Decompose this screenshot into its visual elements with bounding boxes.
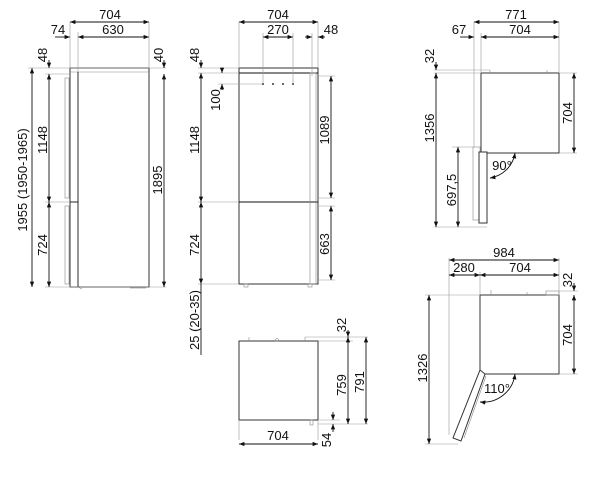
- cabinet-height-label: 1895: [150, 166, 165, 195]
- vent-spacing-label: 270: [267, 22, 289, 37]
- side-width-label: 704: [267, 7, 289, 22]
- upper-handle-height-label: 1089: [317, 116, 332, 145]
- side-lower-height-label: 724: [187, 234, 202, 256]
- top-width-label: 704: [267, 428, 289, 443]
- body-width-label: 630: [102, 22, 124, 37]
- top-gap-right-label: 40: [151, 48, 166, 62]
- top-view: 704 32 759 791 54: [238, 318, 369, 447]
- floor-gap-label: 25 (20-35): [187, 290, 202, 350]
- top-clearance-110-label: 32: [560, 273, 575, 287]
- total-depth-label: 791: [352, 371, 367, 393]
- total-depth-90-label: 1356: [422, 114, 437, 143]
- fridge-body-side: [238, 67, 319, 285]
- top-clearance-label: 32: [334, 318, 349, 332]
- side-upper-height-label: 1148: [187, 126, 202, 154]
- top-clearance-90-label: 32: [422, 49, 437, 63]
- side-view: 704 270 48 48 100 1148 724 25 (20-35: [187, 7, 338, 355]
- fridge-body-110: [479, 294, 560, 375]
- front-width-label: 704: [99, 7, 121, 22]
- door-depth-label: 697,5: [444, 174, 459, 207]
- body-depth-90-label: 704: [560, 102, 575, 124]
- angle-110-label: 110°: [484, 381, 510, 396]
- open-door-110: [452, 369, 486, 442]
- fridge-body-front: [69, 67, 150, 288]
- lower-handle-height-label: 663: [317, 233, 332, 255]
- body-width-90-label: 704: [509, 22, 531, 37]
- vent-drop-label: 100: [208, 89, 223, 111]
- side-handle: [309, 72, 317, 285]
- lower-height-label: 724: [35, 234, 50, 256]
- door-open-110-view: 984 280 704 1326 32 704 110°: [415, 245, 578, 445]
- fridge-body-top: [238, 340, 319, 421]
- upper-height-label: 1148: [35, 126, 50, 154]
- fridge-body-90: [480, 72, 560, 154]
- angle-arc-110: [479, 373, 517, 405]
- side-top-gap-label: 48: [187, 48, 202, 62]
- door-thickness-label: 67: [452, 22, 466, 37]
- door-offset-label: 74: [51, 22, 65, 37]
- body-depth-label: 759: [334, 374, 349, 396]
- overall-height-label: 1955 (1950-1965): [15, 128, 30, 231]
- body-width-110-label: 704: [509, 260, 531, 275]
- bottom-gap-label: 54: [319, 433, 334, 447]
- front-view: 704 74 630 1955 (1950-1965) 48 1148 724 …: [15, 7, 167, 290]
- total-width-90-label: 771: [505, 7, 527, 22]
- door-swing-label: 280: [453, 260, 475, 275]
- total-width-110-label: 984: [493, 245, 515, 260]
- door-open-90-view: 771 67 704 32 1356 697,5 704 90°: [422, 7, 577, 228]
- lower-handle: [64, 205, 70, 285]
- top-gap-left-label: 48: [35, 48, 50, 62]
- upper-handle: [64, 77, 70, 199]
- body-depth-110-label: 704: [560, 324, 575, 346]
- total-depth-110-label: 1326: [415, 354, 430, 383]
- angle-90-label: 90°: [492, 158, 512, 173]
- handle-depth-label: 48: [324, 22, 338, 37]
- angle-arc-90: [489, 152, 517, 180]
